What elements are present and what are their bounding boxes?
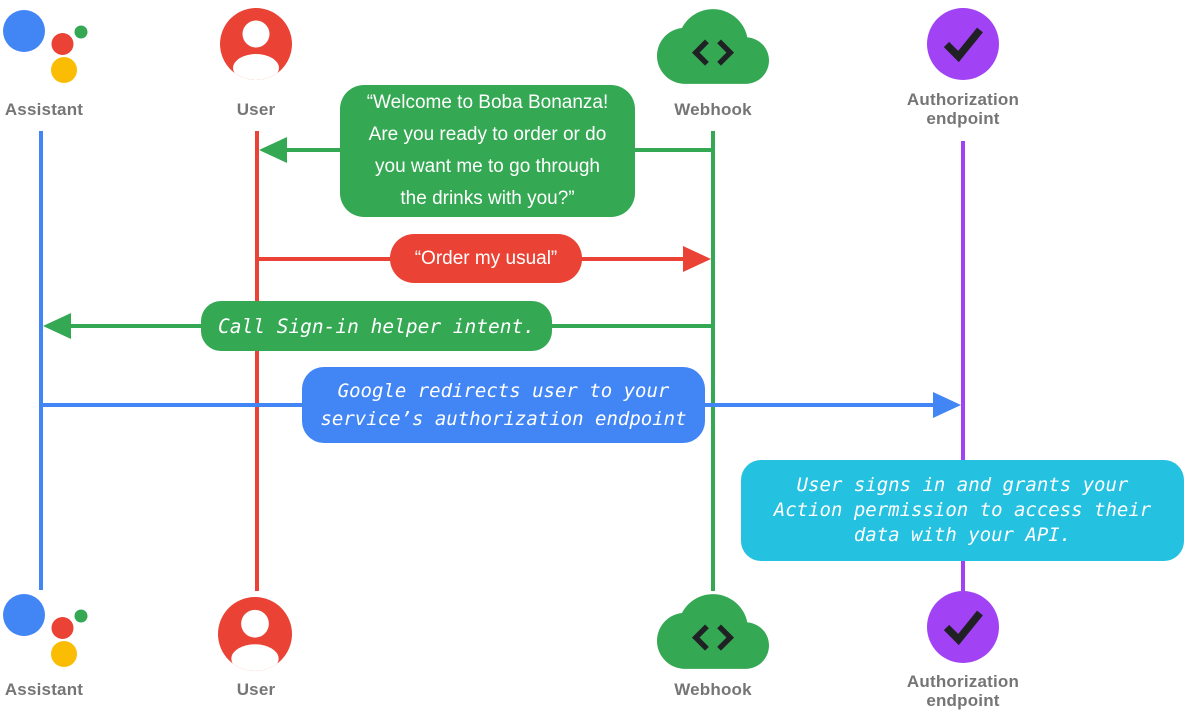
assistant-lifeline	[39, 131, 43, 590]
webhook-cloud-icon	[657, 9, 769, 84]
auth-endpoint-check-icon	[927, 591, 999, 663]
user-label-top: User	[236, 100, 276, 119]
order-message-box: “Order my usual”	[390, 234, 582, 283]
welcome-message-box: “Welcome to Boba Bonanza! Are you ready …	[340, 85, 635, 217]
signin-helper-message-text: Call Sign-in helper intent.	[218, 314, 535, 338]
signin-note-text: User signs in and grants your Action per…	[773, 474, 1152, 546]
welcome-message-text: “Welcome to Boba Bonanza! Are you ready …	[366, 92, 609, 209]
webhook-cloud-icon	[657, 594, 769, 669]
welcome-arrowhead-icon	[259, 137, 287, 163]
redirect-message-box: Google redirects user to your service’s …	[302, 367, 705, 443]
auth-endpoint-label-top: Authorization endpoint	[906, 90, 1020, 128]
google-assistant-icon	[3, 594, 88, 667]
webhook-lifeline	[711, 131, 715, 591]
order-message-text: “Order my usual”	[414, 247, 558, 269]
signin-helper-message-box: Call Sign-in helper intent.	[201, 301, 552, 351]
signin-note-box: User signs in and grants your Action per…	[741, 460, 1184, 561]
user-icon	[218, 597, 292, 671]
webhook-label-top: Webhook	[674, 100, 752, 119]
order-arrowhead-icon	[683, 246, 711, 272]
redirect-message-text: Google redirects user to your service’s …	[320, 380, 687, 430]
webhook-label-bottom: Webhook	[674, 680, 752, 699]
auth-endpoint-lifeline	[961, 141, 965, 591]
assistant-label-bottom: Assistant	[4, 680, 84, 699]
user-label-bottom: User	[236, 680, 276, 699]
auth-endpoint-label-bottom: Authorization endpoint	[906, 672, 1020, 710]
redirect-arrowhead-icon	[933, 392, 961, 418]
user-icon	[220, 8, 292, 80]
assistant-label-top: Assistant	[4, 100, 84, 119]
google-assistant-icon	[3, 10, 88, 83]
auth-endpoint-check-icon	[927, 8, 999, 80]
user-lifeline	[255, 131, 259, 591]
signin-arrowhead-icon	[43, 313, 71, 339]
